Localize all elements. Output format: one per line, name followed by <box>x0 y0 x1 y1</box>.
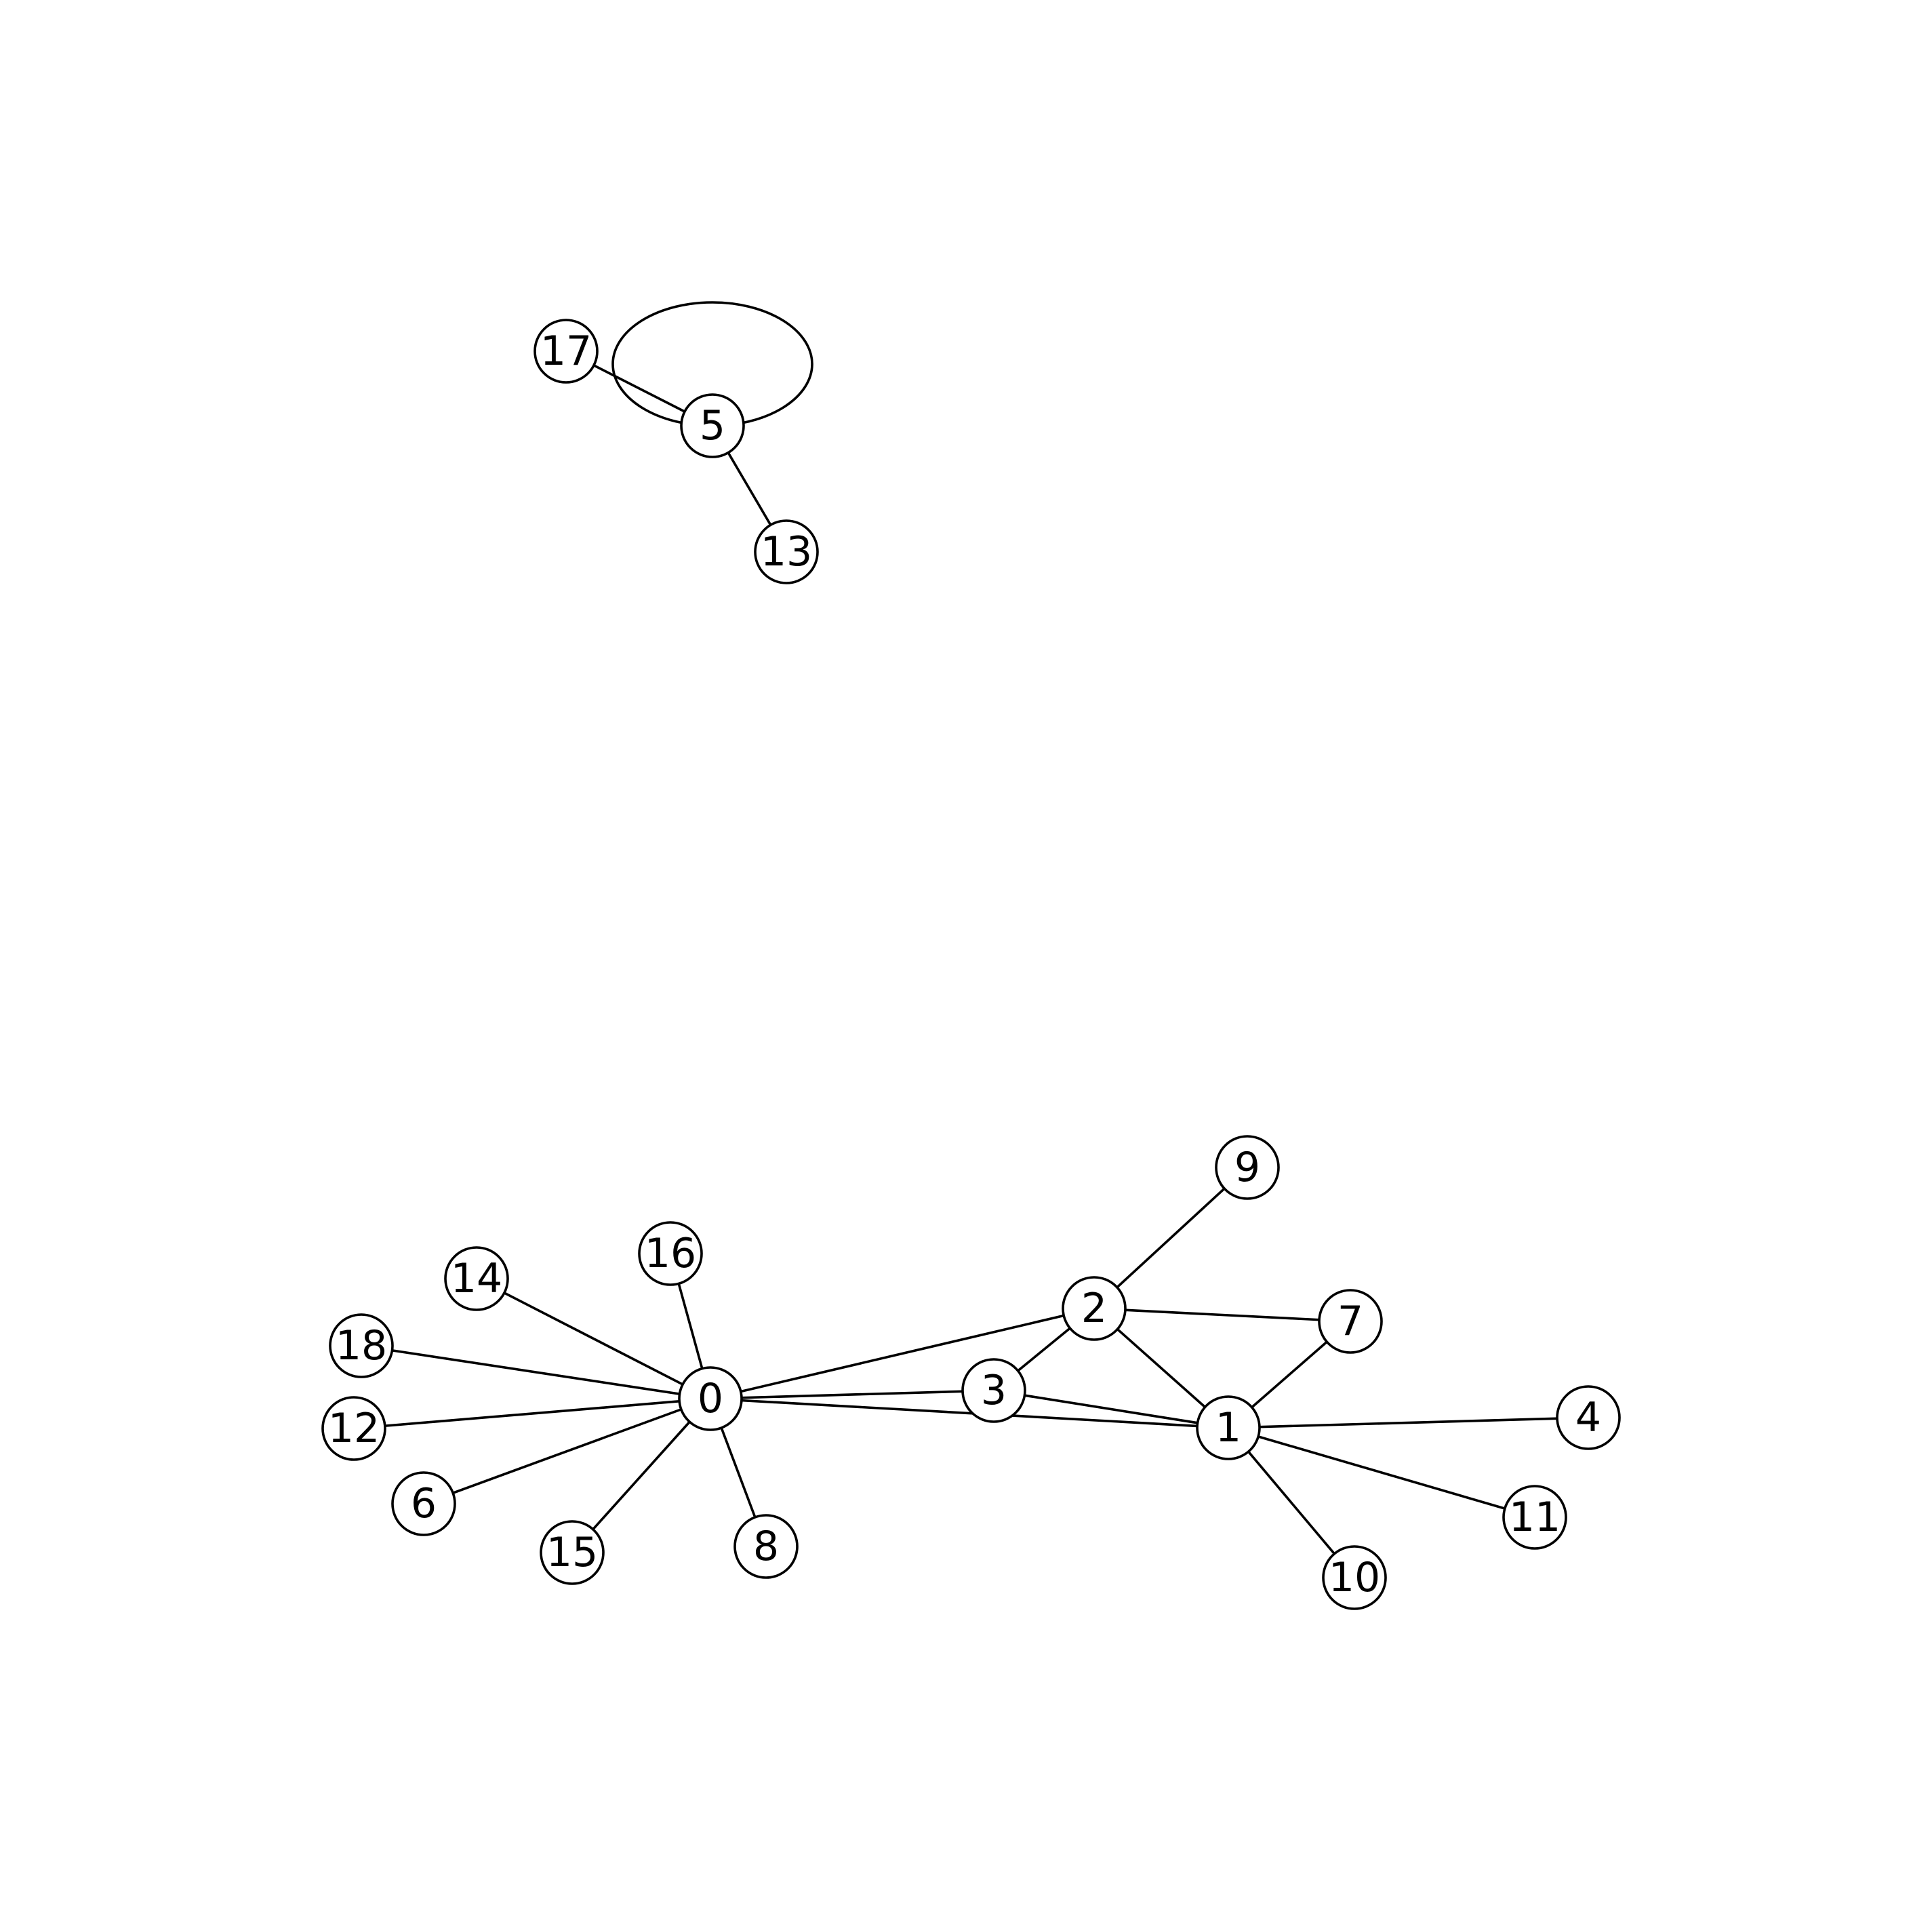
node-2: 2 <box>1062 1276 1127 1341</box>
node-circle <box>680 393 745 458</box>
node-circle <box>638 1221 703 1286</box>
edge-0-18 <box>361 1344 711 1400</box>
node-circle <box>329 1313 394 1378</box>
node-label: 10 <box>1329 1554 1380 1601</box>
node-circle <box>321 1396 386 1461</box>
edge-1-4 <box>1228 1416 1589 1429</box>
node-9: 9 <box>1215 1135 1280 1200</box>
edge-0-1 <box>710 1397 1229 1429</box>
node-circle <box>961 1358 1026 1423</box>
node-circle <box>1318 1289 1383 1354</box>
node-label: 18 <box>336 1322 387 1369</box>
node-label: 15 <box>546 1529 598 1576</box>
edge-0-6 <box>423 1397 711 1505</box>
node-circle <box>1215 1135 1280 1200</box>
node-circle <box>1502 1485 1567 1550</box>
edge-0-15 <box>571 1397 712 1554</box>
edge-3-1 <box>993 1389 1229 1429</box>
node-7: 7 <box>1318 1289 1383 1354</box>
edge-0-12 <box>353 1397 711 1430</box>
node-label: 4 <box>1575 1394 1601 1441</box>
node-circle <box>391 1471 456 1536</box>
node-label: 5 <box>700 402 725 449</box>
node-label: 6 <box>411 1480 437 1527</box>
node-circle <box>754 519 819 584</box>
node-label: 16 <box>645 1230 696 1277</box>
node-1: 1 <box>1196 1395 1261 1460</box>
node-label: 11 <box>1509 1494 1561 1541</box>
edge-1-11 <box>1228 1426 1535 1519</box>
node-13: 13 <box>754 519 819 584</box>
node-circle <box>733 1514 799 1579</box>
node-label: 3 <box>981 1367 1007 1414</box>
node-circle <box>534 319 599 384</box>
node-circle <box>540 1520 605 1585</box>
node-label: 1 <box>1215 1404 1241 1452</box>
edge-2-7 <box>1093 1307 1351 1323</box>
node-15: 15 <box>540 1520 605 1585</box>
node-label: 8 <box>753 1523 779 1570</box>
node-label: 0 <box>698 1375 723 1422</box>
node-12: 12 <box>321 1396 386 1461</box>
node-label: 9 <box>1234 1144 1260 1191</box>
node-14: 14 <box>444 1246 509 1311</box>
node-16: 16 <box>638 1221 703 1286</box>
node-circle <box>678 1366 743 1431</box>
node-circle <box>1062 1276 1127 1341</box>
node-label: 13 <box>761 528 812 576</box>
node-label: 14 <box>451 1255 502 1302</box>
node-6: 6 <box>391 1471 456 1536</box>
edge-1-10 <box>1227 1426 1356 1579</box>
node-18: 18 <box>329 1313 394 1378</box>
node-circle <box>444 1246 509 1311</box>
node-4: 4 <box>1556 1385 1621 1450</box>
node-label: 2 <box>1081 1285 1107 1332</box>
node-17: 17 <box>534 319 599 384</box>
node-8: 8 <box>733 1514 799 1579</box>
node-circle <box>1196 1395 1261 1460</box>
node-3: 3 <box>961 1358 1026 1423</box>
node-0: 0 <box>678 1366 743 1431</box>
edge-0-14 <box>476 1277 711 1400</box>
edge-2-9 <box>1093 1166 1249 1310</box>
edge-0-3 <box>710 1389 994 1400</box>
node-11: 11 <box>1502 1485 1567 1550</box>
node-label: 12 <box>328 1405 380 1452</box>
node-label: 7 <box>1337 1298 1363 1345</box>
node-circle <box>1556 1385 1621 1450</box>
node-label: 17 <box>540 327 592 375</box>
node-circle <box>1322 1545 1387 1610</box>
node-5: 5 <box>680 393 745 458</box>
edge-0-2 <box>710 1307 1095 1400</box>
node-10: 10 <box>1322 1545 1387 1610</box>
